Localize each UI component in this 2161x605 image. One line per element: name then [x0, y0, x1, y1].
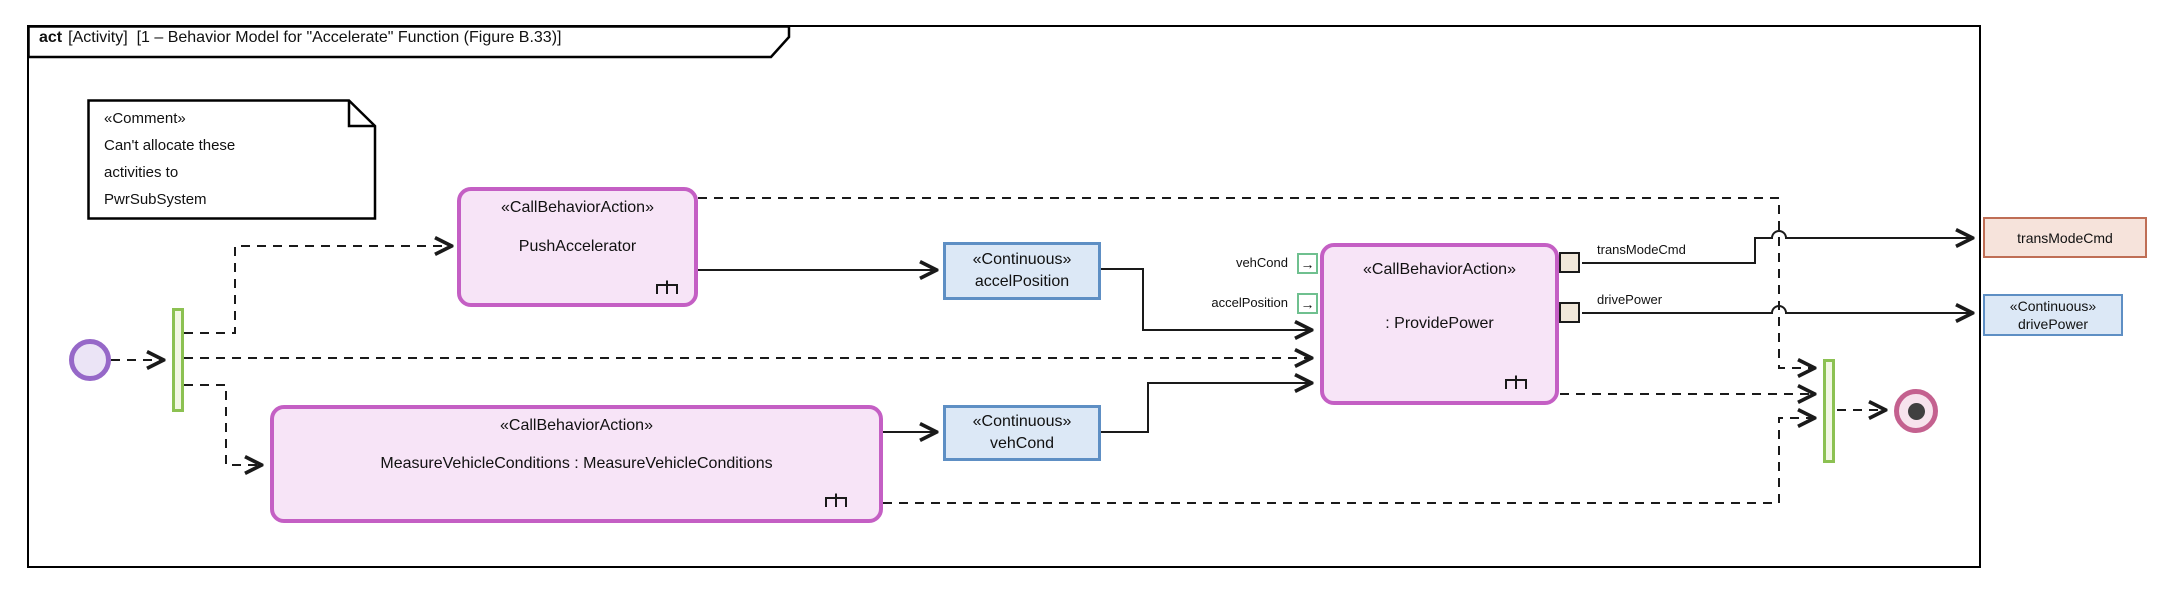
comment-stereotype: «Comment» — [104, 110, 186, 127]
frame-title-keyword: act — [39, 29, 63, 46]
frame-title-detail: [Activity] [1 – Behavior Model for "Acce… — [68, 29, 562, 46]
pin-arrow-icon: → — [1300, 255, 1315, 272]
action-measure-vehicle-conditions[interactable]: «CallBehaviorAction» MeasureVehicleCondi… — [270, 405, 883, 523]
pin-label-transmodecmd: transModeCmd — [1597, 242, 1686, 257]
action-provide-power[interactable]: «CallBehaviorAction» : ProvidePower — [1320, 243, 1559, 405]
frame-title-tab: act [Activity] [1 – Behavior Model for "A… — [27, 25, 793, 59]
object-node-name: vehCond — [989, 435, 1055, 452]
object-node-stereotype: «Continuous» — [972, 413, 1072, 431]
edge-measurevehicleconditions-to-join — [883, 418, 1813, 504]
edge-transmodecmd-flow — [1582, 231, 1971, 264]
fork-bar[interactable] — [172, 308, 184, 412]
action-stereotype: «CallBehaviorAction» — [501, 199, 654, 216]
edge-fork-to-measurevehicleconditions — [184, 384, 260, 465]
action-stereotype: «CallBehaviorAction» — [1363, 261, 1516, 278]
output-pin-transmodecmd[interactable] — [1559, 252, 1580, 273]
comment-line: PwrSubSystem — [104, 191, 207, 208]
rake-icon — [656, 280, 678, 294]
action-name: : ProvidePower — [1385, 315, 1494, 332]
edge-vehcond-to-providepower — [1101, 383, 1310, 433]
comment-line: Can't allocate these — [104, 137, 236, 154]
edge-drivepower-flow — [1582, 306, 1971, 313]
boundary-node-name: transModeCmd — [2017, 229, 2113, 246]
comment-line: activities to — [104, 164, 179, 181]
boundary-node-name: drivePower — [2017, 316, 2089, 332]
input-pin-accelposition[interactable]: → — [1297, 293, 1318, 314]
activity-frame — [27, 25, 1981, 568]
pin-label-accelposition: accelPosition — [1211, 295, 1288, 310]
pin-label-vehcond: vehCond — [1235, 255, 1288, 270]
edge-fork-to-pushaccelerator — [184, 246, 450, 334]
pin-label-drivepower: drivePower — [1597, 292, 1663, 307]
action-name: MeasureVehicleConditions : MeasureVehicl… — [380, 455, 773, 472]
action-stereotype: «CallBehaviorAction» — [500, 417, 653, 434]
edge-pushaccelerator-to-join — [698, 197, 1813, 368]
boundary-node-drivepower[interactable]: «Continuous» drivePower — [1983, 294, 2123, 336]
frame-tab-shape — [27, 25, 791, 59]
activity-final-node[interactable] — [1894, 389, 1938, 433]
final-node-dot — [1907, 402, 1925, 420]
initial-node[interactable] — [69, 339, 111, 381]
action-name: PushAccelerator — [518, 238, 637, 255]
object-node-stereotype: «Continuous» — [972, 251, 1072, 269]
object-node-accelposition[interactable]: «Continuous» accelPosition — [943, 242, 1101, 300]
comment-text: «Comment» Can't allocate these activitie… — [104, 105, 235, 213]
input-pin-vehcond[interactable]: → — [1297, 253, 1318, 274]
join-bar[interactable] — [1823, 359, 1835, 463]
object-node-vehcond[interactable]: «Continuous» vehCond — [943, 405, 1101, 461]
edge-accelposition-to-providepower — [1101, 268, 1310, 330]
action-push-accelerator[interactable]: «CallBehaviorAction» PushAccelerator — [457, 187, 698, 307]
comment-note-shape — [87, 99, 377, 220]
rake-icon — [1505, 375, 1527, 389]
pin-arrow-icon: → — [1300, 295, 1315, 312]
rake-icon — [825, 493, 847, 507]
boundary-node-stereotype: «Continuous» — [2009, 297, 2097, 314]
comment-note[interactable]: «Comment» Can't allocate these activitie… — [87, 99, 377, 220]
object-node-name: accelPosition — [974, 273, 1070, 290]
frame-title: act [Activity] [1 – Behavior Model for "A… — [39, 29, 561, 47]
output-pin-drivepower[interactable] — [1559, 302, 1580, 323]
boundary-node-transmodecmd[interactable]: transModeCmd — [1983, 217, 2147, 258]
